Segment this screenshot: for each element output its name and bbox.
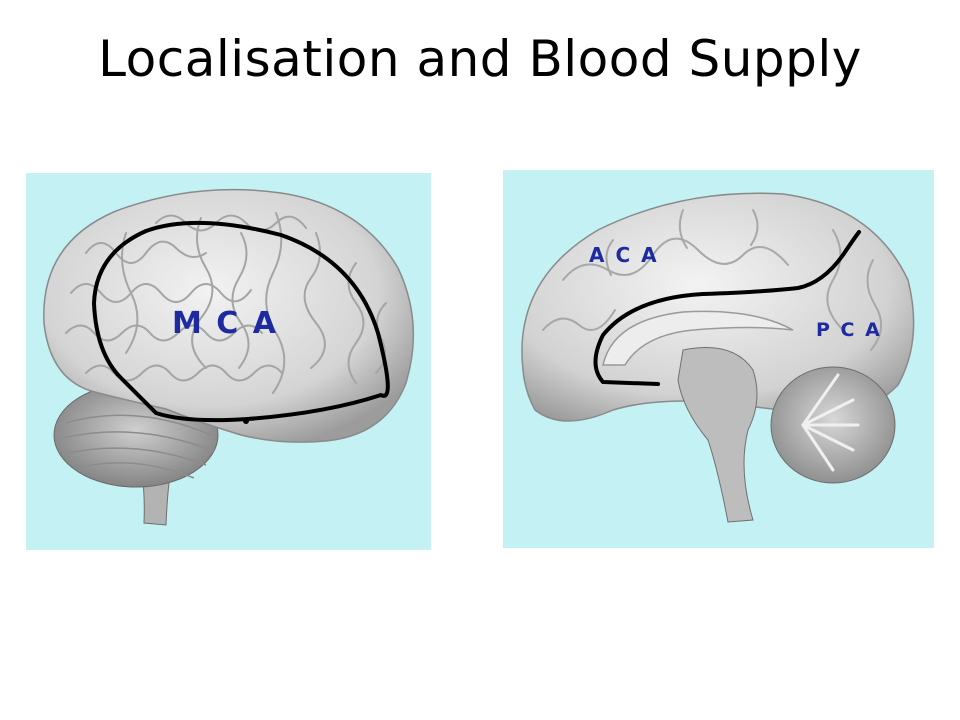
- mca-territory-outline: [92, 220, 390, 423]
- mca-label: M C A: [172, 306, 278, 341]
- lateral-brain-illustration: [43, 188, 415, 526]
- medial-brain-illustration: [521, 192, 915, 523]
- medial-brain-figure: [503, 170, 934, 548]
- lateral-brain-figure: [26, 173, 431, 550]
- slide-title: Localisation and Blood Supply: [98, 30, 862, 88]
- pca-label: P C A: [816, 319, 882, 341]
- aca-pca-boundary: [593, 230, 861, 386]
- aca-label: A C A: [589, 243, 659, 267]
